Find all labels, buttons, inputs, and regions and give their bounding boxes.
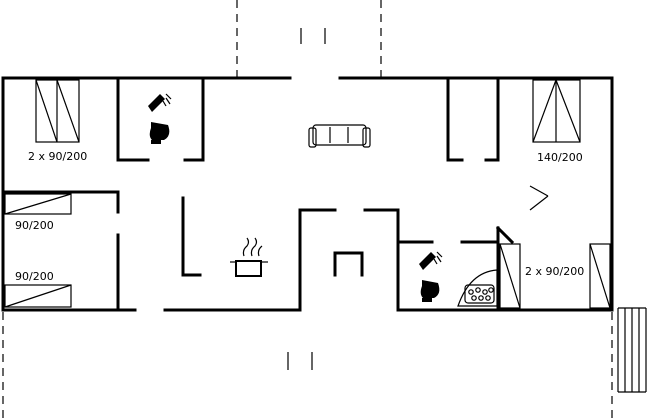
sofa-icon xyxy=(308,124,371,148)
cooking-pot-icon xyxy=(230,237,268,277)
toilet-icon xyxy=(149,122,170,144)
label-bedroom-ne: 140/200 xyxy=(537,151,583,164)
toilet-icon xyxy=(420,280,440,302)
bed-se-left xyxy=(499,243,521,309)
shower-icon xyxy=(419,251,443,270)
label-bed-w-upper: 90/200 xyxy=(15,219,54,232)
bed-se-right xyxy=(589,243,611,309)
gate-marks-bottom xyxy=(287,352,313,370)
exterior-walls xyxy=(1,76,614,312)
stairs-icon xyxy=(617,307,647,393)
gate-marks-top xyxy=(300,28,326,44)
interior-walls xyxy=(1,76,515,312)
terrace-outline xyxy=(2,0,613,420)
bed-w-lower xyxy=(4,284,72,308)
bed-ne xyxy=(532,79,581,143)
bed-w-upper xyxy=(4,193,72,215)
label-bed-w-lower: 90/200 xyxy=(15,270,54,283)
label-bedroom-nw: 2 x 90/200 xyxy=(28,150,87,163)
door-swing xyxy=(529,185,549,211)
shower-icon xyxy=(148,93,172,112)
bed-nw xyxy=(35,79,80,143)
sauna-stove-icon xyxy=(457,269,498,307)
label-bedroom-se: 2 x 90/200 xyxy=(525,265,584,278)
